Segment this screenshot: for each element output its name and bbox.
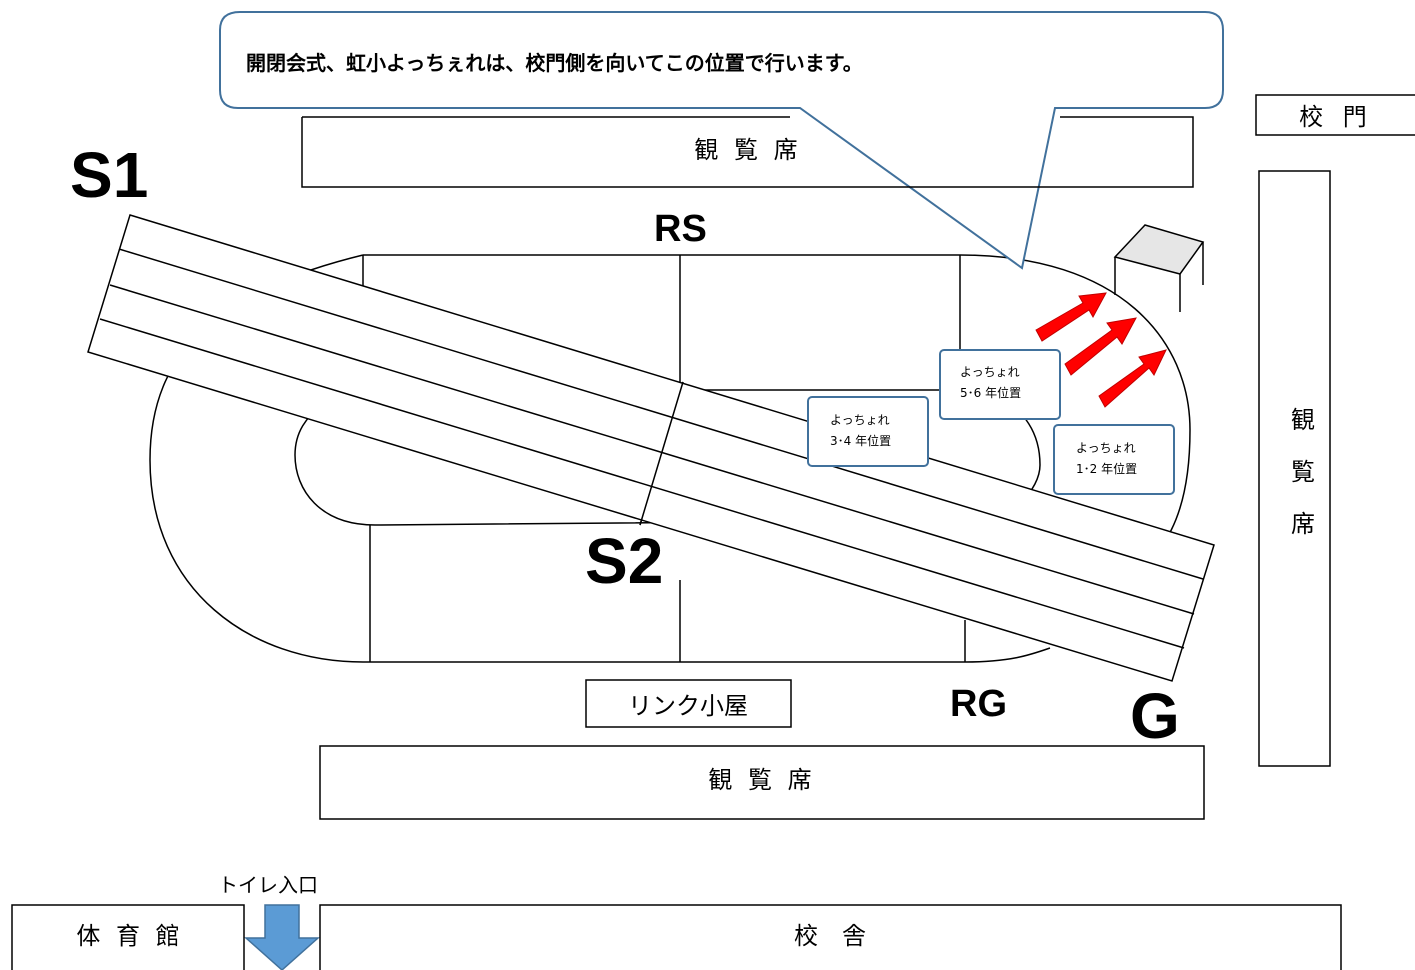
stands-right-char-1: 観	[1291, 406, 1315, 434]
red-arrow	[1098, 349, 1167, 408]
grade12-position: よっちょれ 1･2 年位置	[1053, 424, 1175, 495]
lane-line	[99, 318, 1185, 649]
red-arrow	[1035, 292, 1107, 342]
lane-line	[118, 248, 1204, 580]
grade34-line1: よっちょれ	[830, 413, 890, 427]
stands-top: 観 覧 席	[301, 116, 1194, 188]
lane-line	[109, 284, 1195, 615]
start2-label: S2	[585, 525, 663, 597]
stands-bottom: 観 覧 席	[319, 745, 1205, 820]
start1-label: S1	[70, 139, 148, 211]
stands-right-char-2: 覧	[1291, 458, 1315, 486]
grade56-line1: よっちょれ	[960, 365, 1020, 379]
stands-top-label: 観 覧 席	[694, 136, 801, 164]
school-gate: 校 門	[1255, 94, 1415, 136]
gym: 体 育 館	[11, 904, 245, 970]
track-inner-line	[294, 389, 1041, 526]
rink-hut-label: リンク小屋	[628, 692, 748, 720]
stands-right-char-3: 席	[1291, 510, 1315, 538]
grade12-line2: 1･2 年位置	[1076, 461, 1137, 476]
relay-start-label: RS	[654, 208, 707, 250]
goal-label: G	[1130, 680, 1180, 752]
school-building-label: 校 舎	[794, 922, 866, 950]
straight-course-outline	[87, 214, 1215, 682]
straight-course	[87, 214, 1215, 682]
callout-bubble: 開閉会式、虹小よっちぇれは、校門側を向いてこの位置で行います。	[219, 11, 1224, 270]
school-gate-label: 校 門	[1299, 103, 1373, 131]
relay-goal-label: RG	[950, 683, 1007, 725]
callout-text: 開閉会式、虹小よっちぇれは、校門側を向いてこの位置で行います。	[246, 51, 863, 75]
stands-bottom-label: 観 覧 席	[708, 766, 815, 794]
rink-hut: リンク小屋	[585, 679, 792, 728]
grade34-line2: 3･4 年位置	[830, 433, 891, 448]
toilet-arrow	[244, 904, 320, 970]
tent	[1113, 224, 1205, 312]
track-goal-curve	[964, 647, 1051, 663]
direction-arrows	[1035, 292, 1167, 408]
grade12-line1: よっちょれ	[1076, 441, 1136, 455]
grade56-line2: 5･6 年位置	[960, 385, 1021, 400]
track-center-crossline	[639, 381, 684, 526]
toilet-entrance-label: トイレ入口	[218, 873, 318, 897]
gym-label: 体 育 館	[76, 922, 183, 950]
school-building: 校 舎	[319, 904, 1342, 970]
grade56-position: よっちょれ 5･6 年位置	[939, 349, 1061, 420]
red-arrow	[1064, 317, 1137, 376]
grade34-position: よっちょれ 3･4 年位置	[807, 396, 929, 467]
stands-right: 観 覧 席	[1258, 170, 1331, 767]
